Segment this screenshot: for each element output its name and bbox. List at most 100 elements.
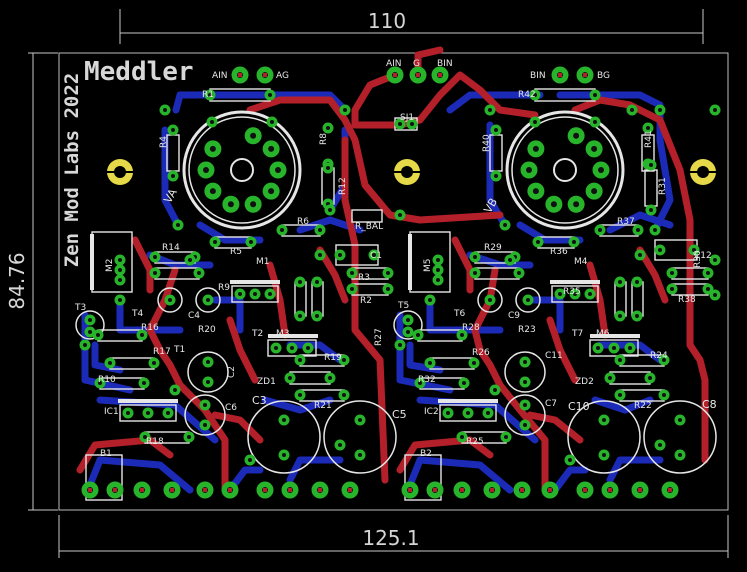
- pad: [589, 116, 601, 128]
- label-r-bal: R_BAL: [355, 222, 383, 232]
- pad: [462, 407, 474, 419]
- label-zd2: ZD2: [575, 377, 594, 387]
- pad: [311, 276, 323, 288]
- pad: [585, 140, 603, 158]
- pad: [432, 264, 444, 276]
- mosfet-tabs: [90, 234, 640, 403]
- label-c1: C1: [370, 251, 382, 261]
- pad: [184, 254, 196, 266]
- pad: [199, 399, 211, 411]
- pad: [159, 104, 171, 116]
- pad: [162, 407, 174, 419]
- dimension-left: 84.76: [5, 252, 29, 309]
- pad: [674, 449, 686, 461]
- label-r31: R31: [658, 177, 668, 195]
- pad: [324, 204, 336, 216]
- label-c3: C3: [252, 394, 267, 407]
- label-va: VA: [161, 186, 180, 205]
- pad: [594, 224, 606, 236]
- pad: [489, 384, 501, 396]
- label-r41: R41: [644, 130, 654, 148]
- tube-socket-va: [182, 110, 302, 230]
- pad: [84, 314, 96, 326]
- pad-marker: [170, 488, 174, 492]
- board-outline: [58, 52, 729, 511]
- mounting-holes: [105, 159, 718, 185]
- label-r28: R28: [462, 323, 480, 333]
- pad: [424, 357, 436, 369]
- pad-marker: [393, 73, 397, 77]
- label-ic2: IC2: [424, 407, 439, 417]
- label-r10: R10: [98, 375, 116, 385]
- pad-marker: [263, 73, 267, 77]
- label-r17: R17: [153, 347, 171, 357]
- top-copper-traces: [76, 46, 709, 494]
- pad: [244, 127, 262, 145]
- pad: [666, 283, 678, 295]
- pad: [527, 140, 545, 158]
- label-r25: R25: [466, 437, 484, 447]
- pad: [709, 104, 721, 116]
- label-c8: C8: [702, 398, 717, 411]
- pad: [169, 384, 181, 396]
- pad: [324, 372, 336, 384]
- pad: [286, 342, 298, 354]
- pad: [339, 104, 351, 116]
- label-r4: R4: [159, 136, 169, 148]
- pad: [654, 104, 666, 116]
- pad: [206, 116, 218, 128]
- label-r8: R8: [319, 133, 329, 145]
- label-r22: R22: [634, 401, 652, 411]
- capacitor-outlines: [75, 287, 717, 474]
- pad: [702, 267, 714, 279]
- pad-marker: [433, 488, 437, 492]
- pad: [519, 419, 531, 431]
- pad: [567, 195, 585, 213]
- pad: [202, 376, 214, 388]
- pad-marker: [203, 488, 207, 492]
- tube-socket-vb: [505, 110, 625, 230]
- label-r14: R14: [162, 243, 180, 253]
- pad: [631, 310, 643, 322]
- pad: [199, 419, 211, 431]
- pad: [592, 161, 610, 179]
- label-m4: M4: [574, 257, 588, 267]
- pad-marker: [140, 488, 144, 492]
- label-r3: R3: [358, 273, 370, 283]
- label-m2: M2: [105, 259, 115, 273]
- label-r36: R36: [550, 247, 568, 257]
- pad: [432, 254, 444, 266]
- pad: [104, 357, 116, 369]
- label-r16: R16: [141, 323, 159, 333]
- pad-marker: [638, 488, 642, 492]
- pad: [624, 342, 636, 354]
- pad: [584, 288, 596, 300]
- label-b1: B1: [100, 449, 112, 459]
- pad: [354, 414, 366, 426]
- label-c10: C10: [568, 400, 590, 413]
- label-c12: C12: [694, 251, 712, 261]
- pad: [148, 357, 160, 369]
- pad-marker: [408, 488, 412, 492]
- pad-marker: [608, 488, 612, 492]
- pad-marker: [348, 488, 352, 492]
- pad: [490, 124, 502, 136]
- pad: [314, 224, 326, 236]
- pad: [322, 122, 334, 134]
- pad: [142, 407, 154, 419]
- pad: [585, 182, 603, 200]
- label-m6: M6: [596, 329, 610, 339]
- pad: [519, 399, 531, 411]
- pad: [346, 267, 358, 279]
- label-t2: T2: [251, 329, 263, 339]
- pad: [412, 329, 424, 341]
- pad: [709, 289, 721, 301]
- label-m3: M3: [276, 329, 290, 339]
- pad: [520, 161, 538, 179]
- label-bg-right: BG: [597, 71, 610, 81]
- pad: [294, 310, 306, 322]
- pad: [244, 454, 256, 466]
- pad: [458, 377, 470, 389]
- label-r32: R32: [418, 375, 436, 385]
- pad: [278, 414, 290, 426]
